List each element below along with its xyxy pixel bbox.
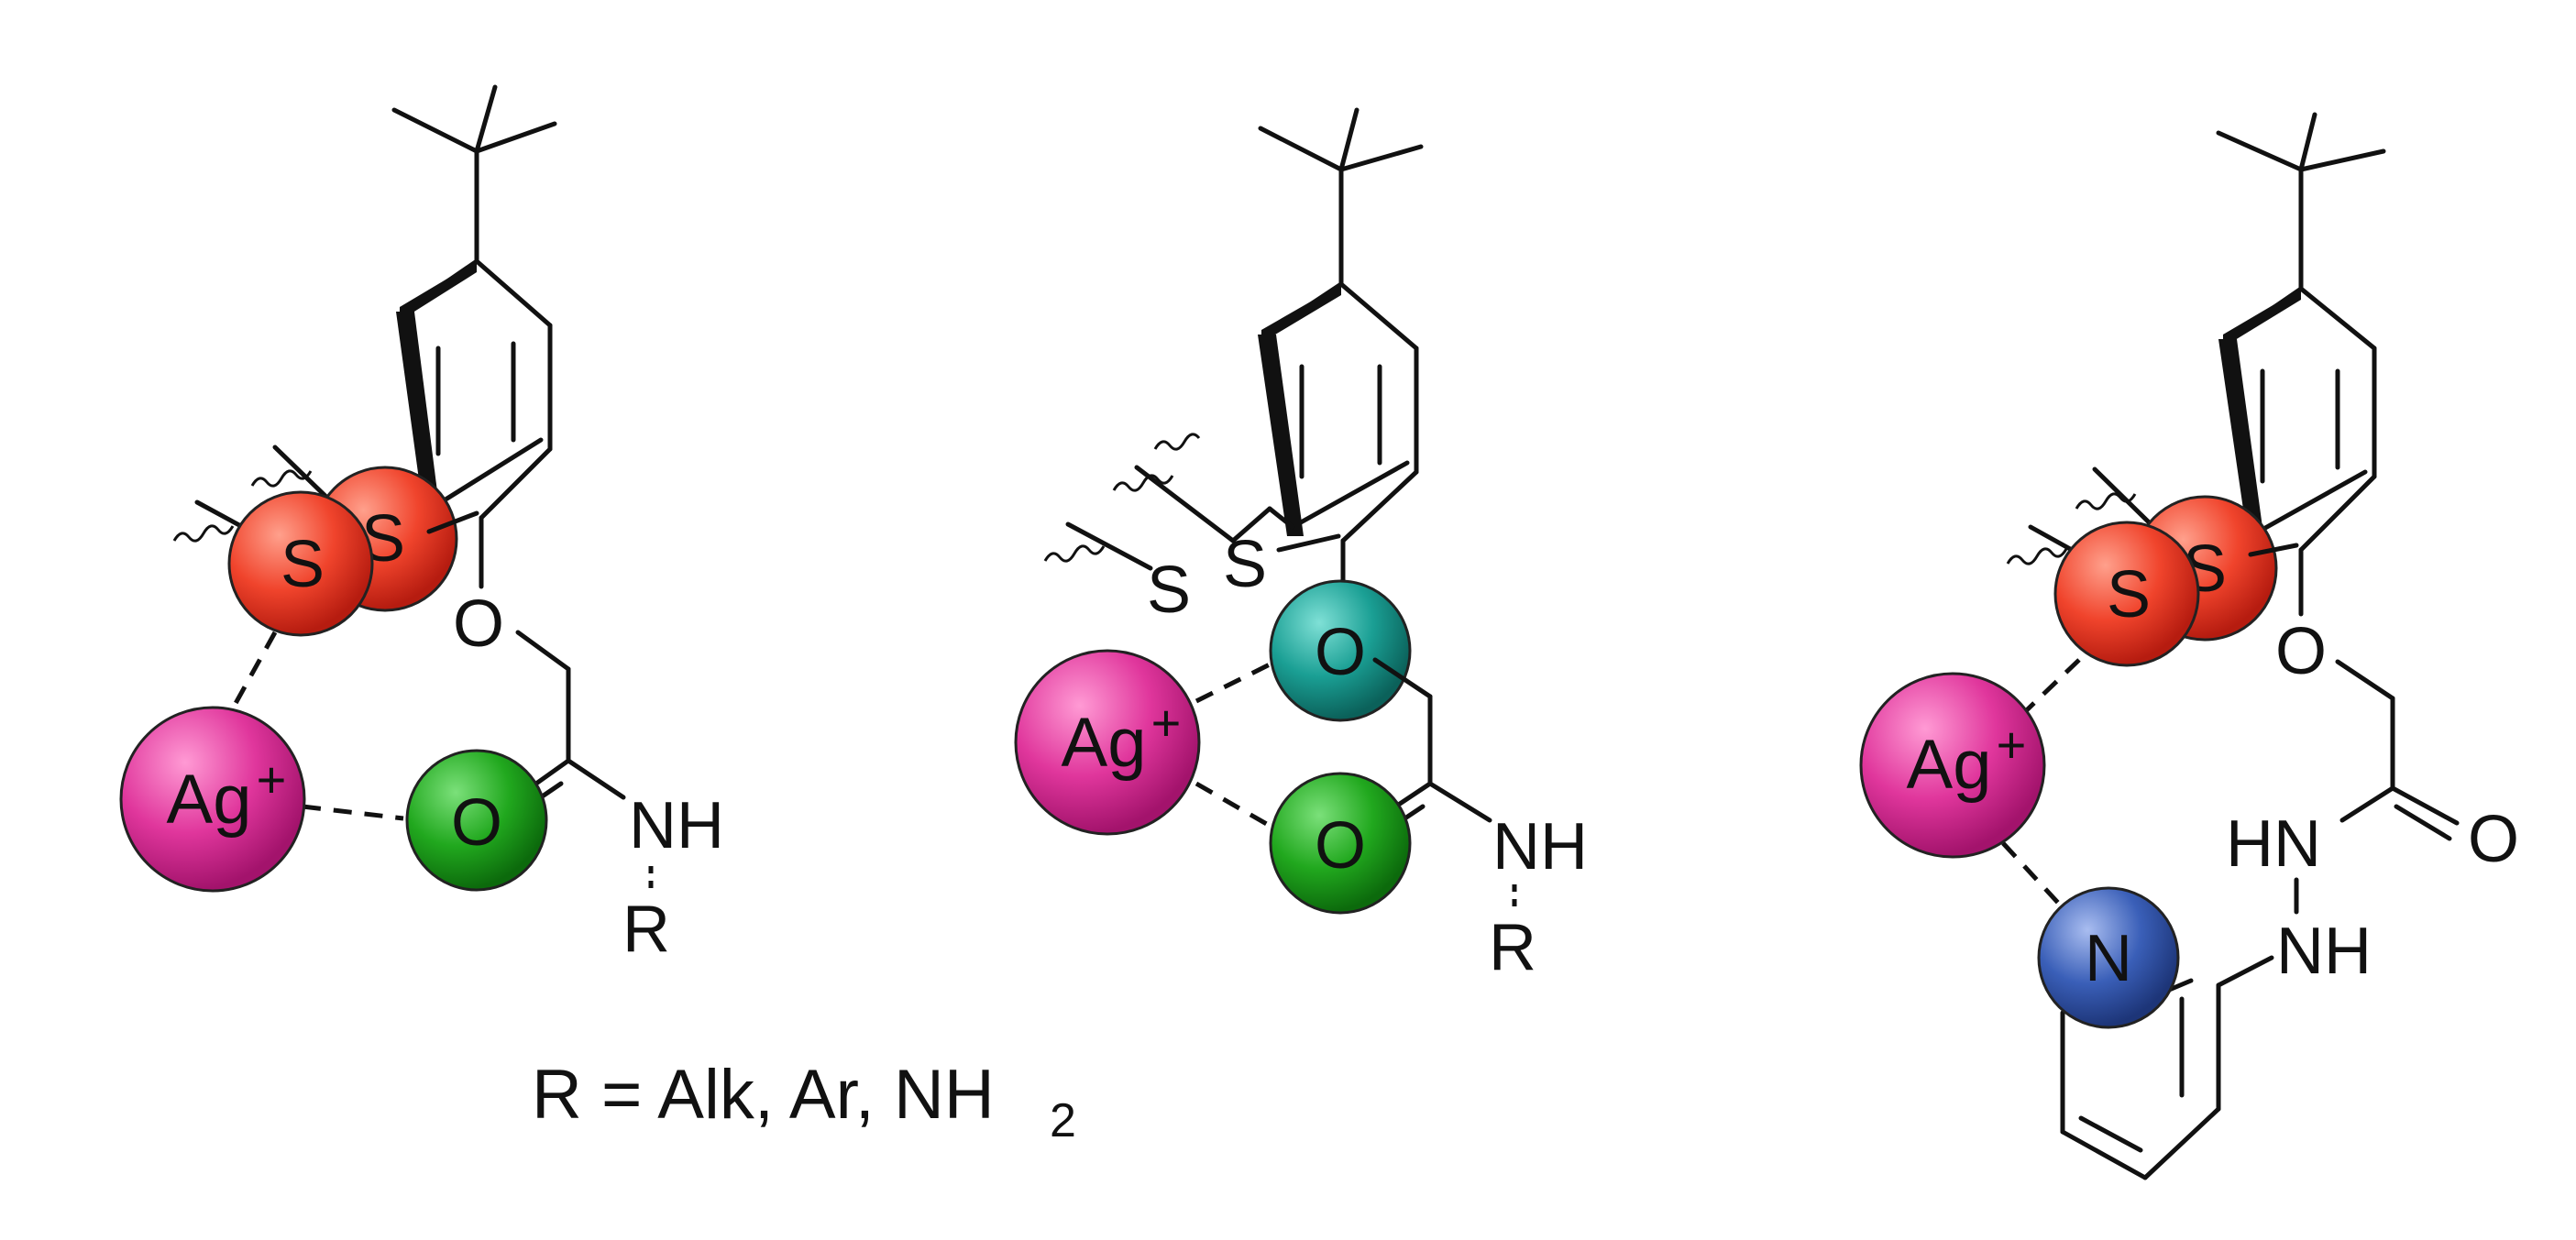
carbonyl-oxygen-label: O: [2468, 803, 2519, 876]
caption-text: R = Alk, Ar, NH: [532, 1056, 995, 1134]
pyridine-nitrogen-label: N: [2085, 922, 2132, 995]
structure-3: S S O O HN NH N Ag +: [1859, 112, 2519, 1180]
amide-nh-label: NH: [1492, 810, 1588, 883]
silver-ion-label: Ag: [1907, 726, 1992, 804]
tert-butyl-group: [391, 84, 557, 264]
carbonyl-oxygen-ball: [1269, 772, 1412, 915]
sulfur-label-front: S: [2107, 558, 2151, 631]
silver-ion-charge: +: [1151, 694, 1182, 752]
ag-s-contact: [226, 631, 278, 717]
silver-ion-label: Ag: [1062, 704, 1147, 782]
ag-n-contact: [2001, 841, 2060, 905]
sulfur-label-back: S: [1223, 528, 1267, 601]
ag-o-ether-contact: [1194, 657, 1281, 704]
ether-oxygen-label: O: [2275, 615, 2327, 688]
structure-2: S S O O NH R Ag +: [1014, 107, 1588, 984]
wavy-bonds: [1043, 433, 1295, 571]
hydrazide-nh-2-label: NH: [2276, 915, 2372, 988]
substituent-caption: R = Alk, Ar, NH 2: [532, 1056, 1076, 1147]
ether-oxygen-label: O: [453, 587, 504, 661]
silver-ion-ball: [119, 706, 306, 893]
carbonyl-oxygen-label: O: [1315, 809, 1366, 883]
sulfur-label-front: S: [1147, 554, 1191, 627]
caption-subscript: 2: [1050, 1094, 1076, 1147]
aromatic-ring: [2218, 286, 2377, 617]
silver-ion-charge: +: [257, 751, 287, 808]
amide-nh-label: NH: [629, 789, 724, 862]
sulfur-ball-front: [2053, 521, 2200, 667]
ether-oxygen-ball: [1269, 579, 1412, 722]
structure-1: S S O O NH R Ag +: [119, 84, 724, 966]
ether-oxygen-label: O: [1315, 616, 1366, 689]
silver-ion-ball: [1014, 649, 1201, 836]
aromatic-ring: [1258, 281, 1419, 598]
hydrazide-nh-1-label: HN: [2226, 807, 2321, 881]
sulfur-label-front: S: [281, 528, 325, 601]
ag-o-contact: [302, 804, 404, 821]
silver-ion-ball: [1859, 672, 2046, 859]
tert-butyl-group: [2216, 112, 2386, 291]
ag-o-carbonyl-contact: [1194, 781, 1278, 832]
silver-ion-label: Ag: [167, 761, 252, 839]
sulfur-ball-front: [227, 490, 374, 637]
tert-butyl-group: [1258, 107, 1424, 287]
substituent-label: R: [1489, 911, 1536, 984]
substituent-label: R: [622, 893, 670, 966]
silver-ion-charge: +: [1997, 716, 2027, 774]
pyridine-nitrogen-ball: [2037, 886, 2180, 1029]
aromatic-ring: [396, 258, 553, 589]
carbonyl-oxygen-label: O: [451, 786, 502, 860]
carbonyl-oxygen-ball: [405, 749, 548, 892]
